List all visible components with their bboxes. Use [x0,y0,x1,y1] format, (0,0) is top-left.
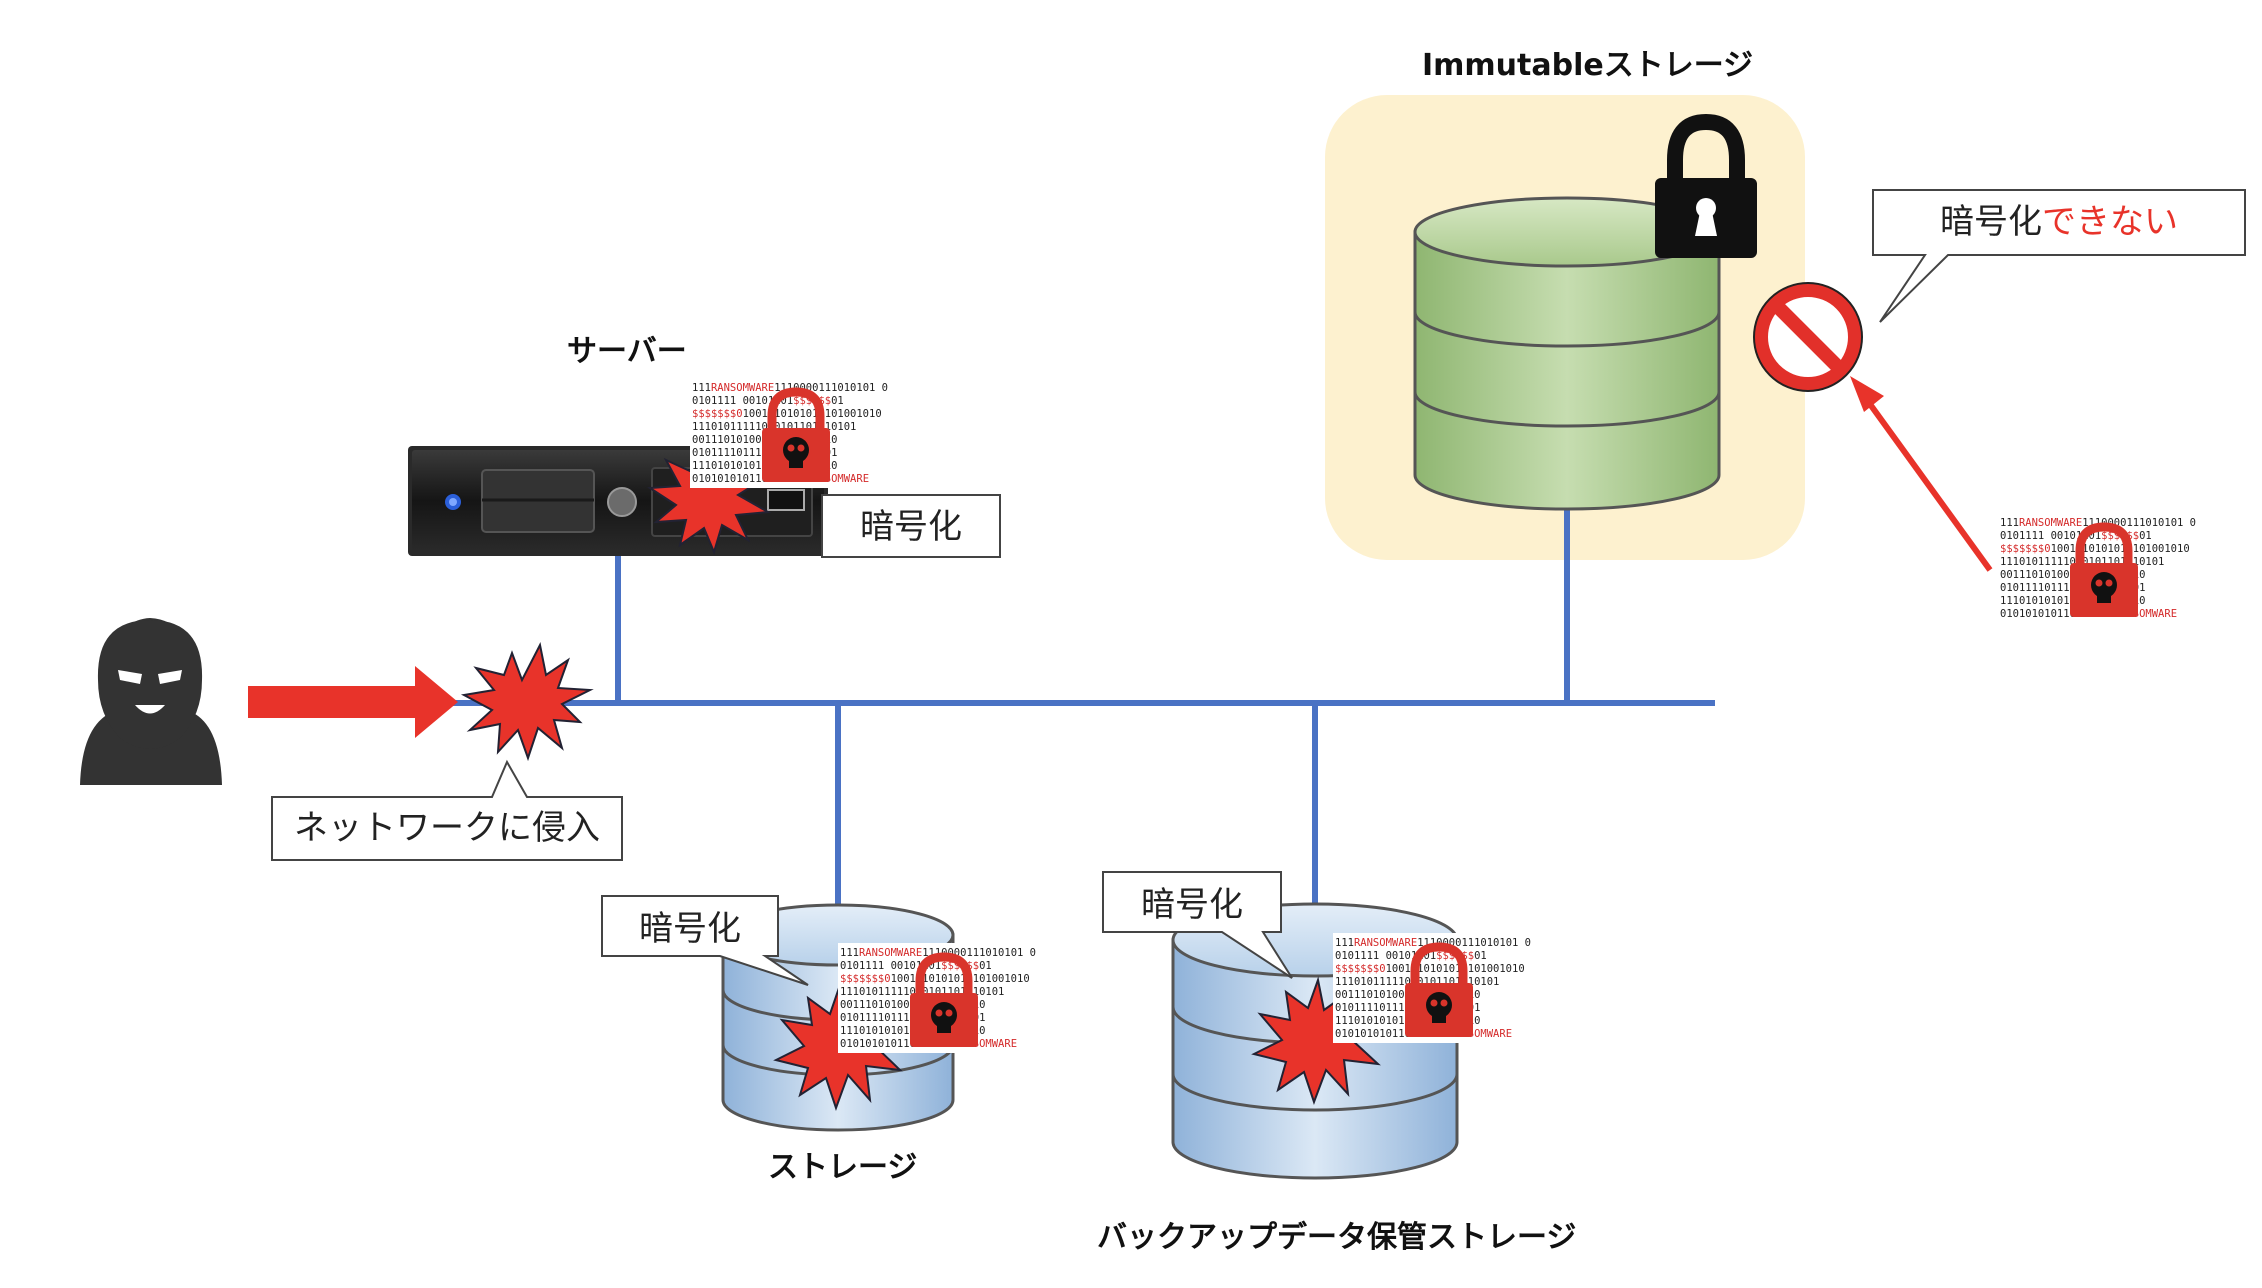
blocked-arrow [1850,376,1993,572]
callout-server: 暗号化 [821,494,1001,558]
skull-icon [2091,572,2117,598]
padlock-icon [1655,113,1757,258]
label-storage: ストレージ [768,1150,918,1185]
callout-network-text: ネットワークに侵入 [294,808,600,848]
network-lines [440,495,1715,905]
skull-icon [1426,992,1452,1018]
ransom-note-line: 111RANSOMWARE1110000111010101 0 [692,382,888,394]
callout-server-text: 暗号化 [860,507,962,547]
prohibited-icon [1753,282,1863,392]
callout-network: ネットワークに侵入 [271,759,623,861]
cannot-encrypt-suffix: できない [2042,202,2178,242]
ransom-note-line: $$$$$$$01001110101010101001010 [2000,543,2190,555]
callout-cannot-encrypt: 暗号化できない [1872,189,2246,323]
explosion-icon [460,641,594,762]
label-backup-storage: バックアップデータ保管ストレージ [1097,1220,1577,1255]
callout-backup-text: 暗号化 [1141,885,1243,925]
ransomware-lock-shackle [1410,942,1468,985]
skull-icon [931,1002,957,1028]
ransomware-lock-shackle [767,387,825,430]
callout-cannot-encrypt-text: 暗号化できない [1940,202,2178,242]
cannot-encrypt-prefix: 暗号化 [1940,202,2042,242]
immutable-database-icon [1413,196,1721,511]
ransomware-lock-shackle [915,952,973,995]
skull-icon [783,437,809,463]
hacker-icon [80,618,222,785]
label-server: サーバー [567,334,687,369]
callout-backup: 暗号化 [1102,871,1293,979]
attack-arrow [248,666,458,738]
ransom-note-line: $$$$$$$01001110101010101001010 [692,408,882,420]
callout-storage: 暗号化 [601,895,809,986]
callout-storage-text: 暗号化 [639,909,741,949]
ransom-note-line: $$$$$$$01001110101010101001010 [1335,963,1525,975]
label-immutable-storage: Immutableストレージ [1422,48,1754,83]
ransom-note-line: $$$$$$$01001110101010101001010 [840,973,1030,985]
ransomware-lock-shackle [2075,522,2133,565]
